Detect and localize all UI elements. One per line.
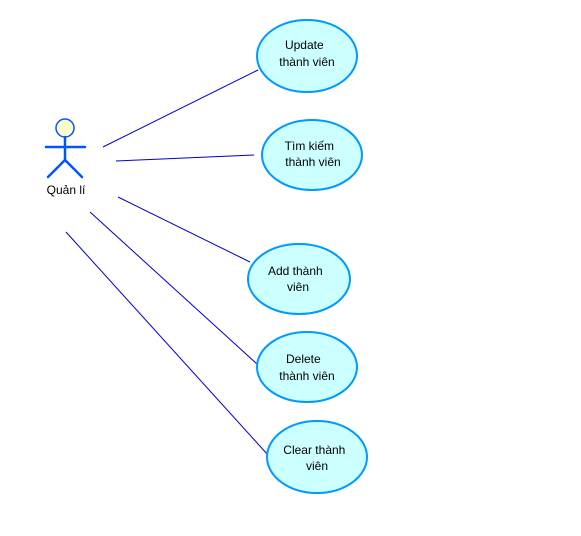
usecase-clear-line-2: viên — [306, 459, 328, 473]
usecase-update-line-2: thành viên — [279, 55, 334, 69]
actor-head — [55, 118, 75, 138]
association-update[interactable] — [102, 69, 259, 148]
usecase-add-line-1: Add thành — [268, 264, 323, 278]
usecase-clear-line-1: Clear thành — [283, 443, 345, 457]
usecase-add[interactable]: Add thành viên — [247, 243, 351, 315]
usecase-clear[interactable]: Clear thành viên — [266, 420, 368, 494]
association-delete[interactable] — [89, 211, 258, 365]
usecase-delete[interactable]: Delete thành viên — [256, 331, 358, 403]
svg-text:Clear thành viên: Clear thành viên — [283, 443, 348, 473]
usecase-search[interactable]: Tìm kiếm thành viên — [261, 119, 363, 191]
svg-text:Update thành viên: Update thành viên — [279, 38, 334, 69]
svg-text:Add thành viên: Add thành viên — [268, 264, 326, 294]
svg-text:Tìm kiếm thành viên: Tìm kiếm thành viên — [285, 139, 341, 169]
association-add[interactable] — [117, 196, 251, 263]
usecase-search-line-1: Tìm kiếm — [285, 139, 334, 153]
usecase-delete-line-1: Delete — [286, 352, 321, 366]
usecase-delete-line-2: thành viên — [279, 369, 334, 383]
usecase-update-line-1: Update — [285, 38, 324, 52]
association-search[interactable] — [115, 154, 255, 162]
actor-label: Quản lí — [47, 183, 86, 197]
association-clear[interactable] — [65, 231, 269, 456]
usecase-search-line-2: thành viên — [285, 155, 340, 169]
svg-text:Delete thành viên: Delete thành viên — [279, 352, 334, 383]
actor-icon — [44, 118, 87, 179]
actor-manager[interactable]: Quản lí — [44, 118, 87, 197]
usecase-add-line-2: viên — [287, 280, 309, 294]
usecase-update[interactable]: Update thành viên — [256, 19, 358, 93]
associations — [65, 69, 269, 456]
